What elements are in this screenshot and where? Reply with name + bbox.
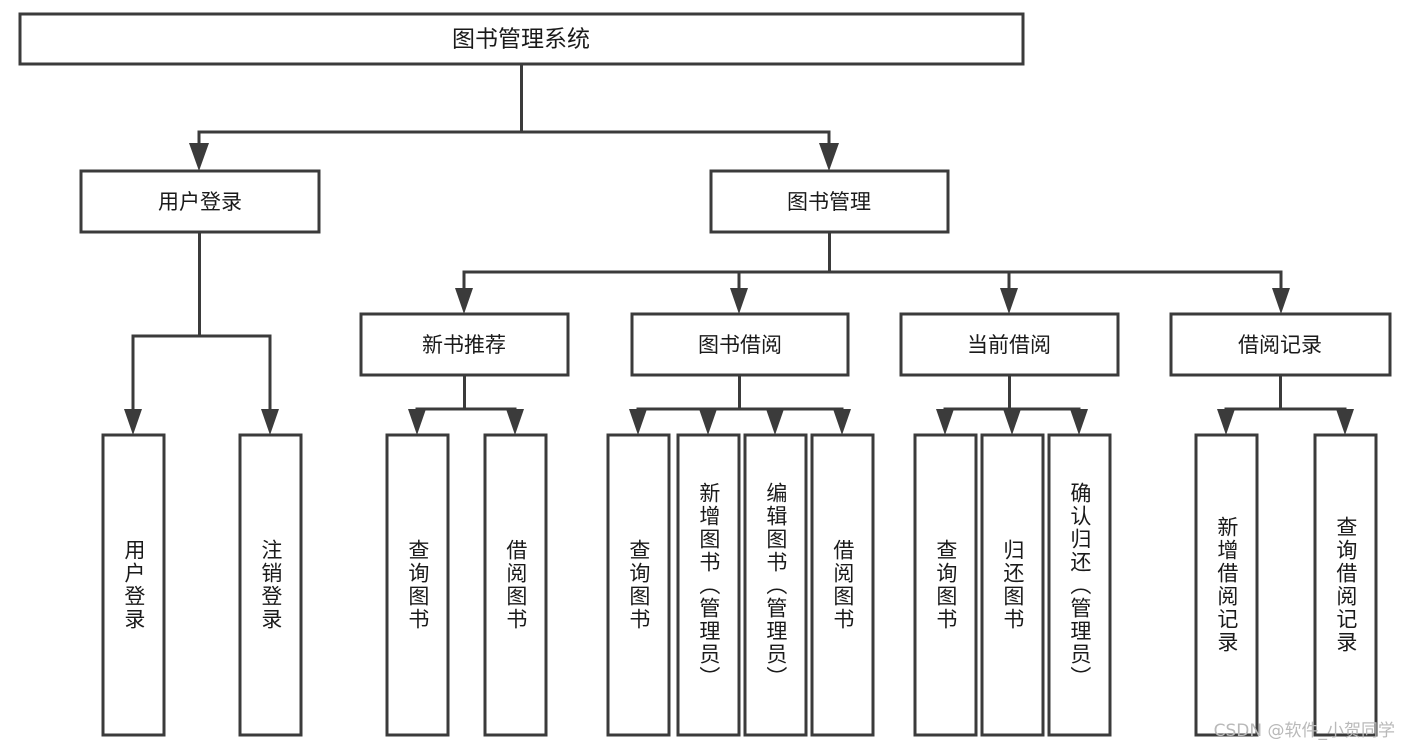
leaf-boxes [101, 433, 1378, 737]
leaf-box-return-book[interactable] [980, 433, 1045, 737]
node-root-title-label: 图书管理系统 [452, 27, 590, 53]
leaf-box-query-book-3[interactable] [913, 433, 978, 737]
connector-root-to-level2 [189, 62, 839, 171]
connector-currentborrow-to-leaves [936, 373, 1088, 435]
node-new-book-recommend[interactable]: 新书推荐 [359, 312, 570, 377]
connector-userlogin-to-leaves [124, 230, 279, 435]
connector-borrowrecord-to-leaves [1217, 373, 1354, 435]
leaf-box-borrow-book-2[interactable] [810, 433, 875, 737]
node-borrow-record[interactable]: 借阅记录 [1169, 312, 1392, 377]
node-book-manage-label: 图书管理 [787, 190, 871, 214]
node-book-manage[interactable]: 图书管理 [709, 169, 950, 234]
leaf-box-user-login[interactable] [101, 433, 166, 737]
node-current-borrow[interactable]: 当前借阅 [899, 312, 1120, 377]
leaf-box-query-record[interactable] [1313, 433, 1378, 737]
node-user-login[interactable]: 用户登录 [79, 169, 321, 234]
leaf-box-query-book-2[interactable] [606, 433, 671, 737]
csdn-watermark: CSDN @软件_小贺同学 [1213, 721, 1395, 741]
node-new-book-recommend-label: 新书推荐 [422, 333, 506, 357]
leaf-box-confirm-return[interactable] [1047, 433, 1112, 737]
node-book-borrow-label: 图书借阅 [698, 333, 782, 357]
connector-bookborrow-to-leaves [629, 373, 851, 435]
node-root-title[interactable]: 图书管理系统 [18, 12, 1025, 66]
leaf-box-add-book[interactable] [676, 433, 741, 737]
node-borrow-record-label: 借阅记录 [1238, 333, 1322, 357]
leaf-box-edit-book[interactable] [743, 433, 808, 737]
node-user-login-label: 用户登录 [158, 190, 242, 214]
connector-newbook-to-leaves [408, 373, 524, 435]
node-current-borrow-label: 当前借阅 [967, 333, 1051, 357]
leaf-box-add-record[interactable] [1194, 433, 1259, 737]
leaf-box-borrow-book-1[interactable] [483, 433, 548, 737]
leaf-box-query-book-1[interactable] [385, 433, 450, 737]
connector-bookmanage-to-level3 [455, 230, 1290, 314]
leaf-box-user-logout[interactable] [238, 433, 303, 737]
node-book-borrow[interactable]: 图书借阅 [630, 312, 850, 377]
